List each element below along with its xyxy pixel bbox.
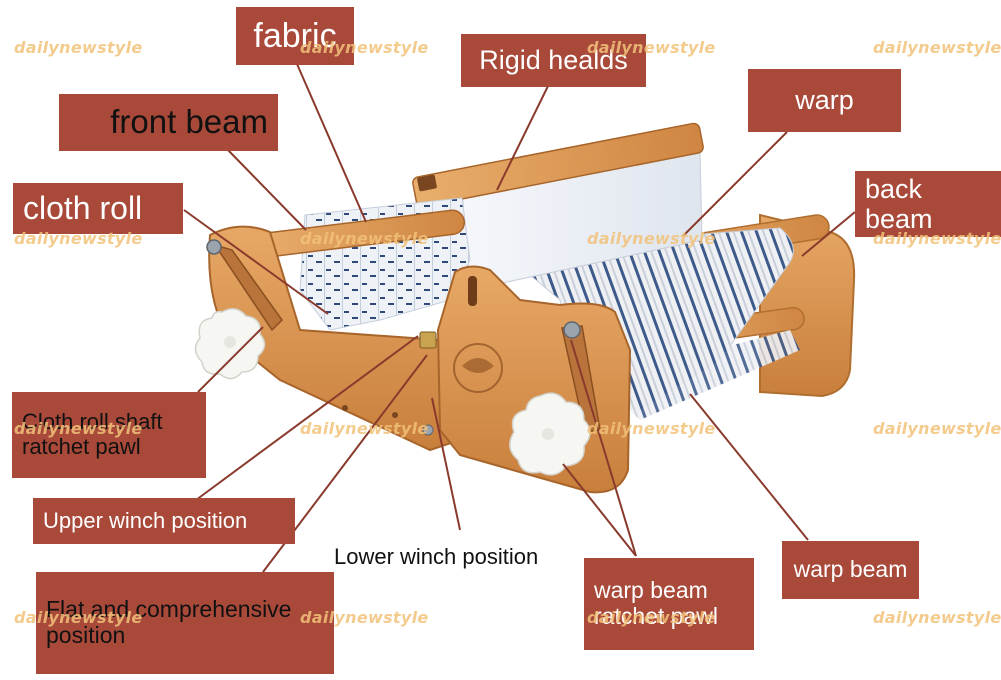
leader-front-beam [227,149,307,231]
label-upper-winch: Upper winch position [33,498,295,544]
leader-cloth-roll [183,209,329,315]
label-flat-position: Flat and comprehensive position [36,572,334,674]
leader-warp-beam [689,393,809,541]
label-rigid-heald: Rigid healds [461,34,646,87]
leader-upper-winch [195,335,419,501]
lower-warp [600,330,800,420]
label-fabric: fabric [236,7,354,65]
leader-warp-beam-pawl-2 [562,463,637,557]
label-cloth-roll-pawl: Cloth roll shaft ratchet pawl [12,392,206,478]
leader-lower-winch [431,397,461,531]
leader-warp [682,131,788,237]
brand-emblem [453,343,503,393]
leader-warp-beam-pawl-1 [570,339,637,557]
leader-fabric [296,63,367,223]
leader-rigid-heald [496,85,549,191]
label-front-beam: front beam [59,94,278,151]
left-knob [194,308,266,380]
label-warp: warp [748,69,901,132]
label-back-beam: back beam [855,171,1001,237]
loom-illustration [194,122,856,494]
right-knob [509,392,591,476]
leader-cloth-roll-pawl [197,326,264,393]
label-cloth-roll: cloth roll [13,183,183,234]
left-ratchet-pawl [213,243,283,332]
leader-back-beam [801,211,856,257]
label-warp-beam-pawl: warp beam ratchet pawl [584,558,754,650]
label-lower-winch: Lower winch position [334,543,539,569]
label-warp-beam: warp beam [782,541,919,599]
leader-lines [183,63,856,573]
heddle-top-bar [412,122,704,208]
